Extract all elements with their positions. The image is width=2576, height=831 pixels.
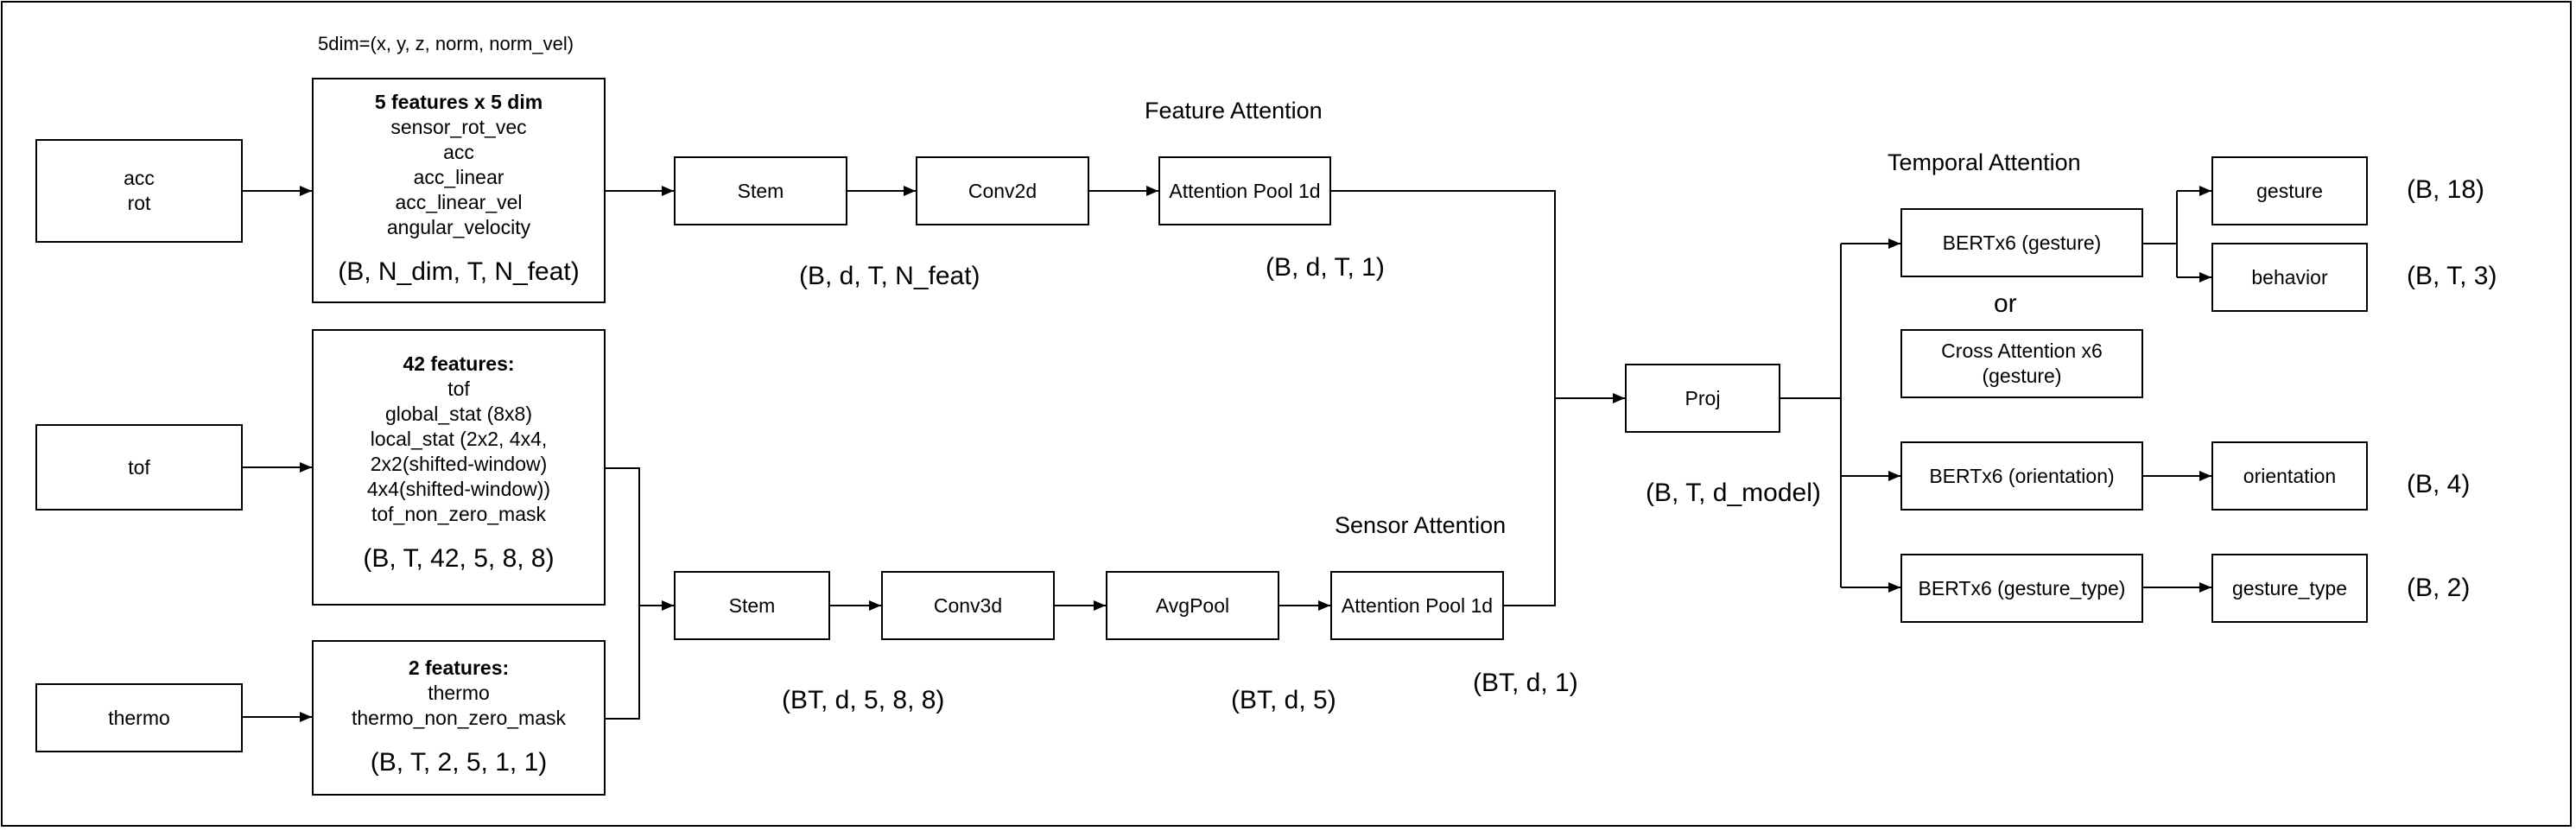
output-gesture-label: gesture bbox=[2256, 179, 2323, 202]
avgpool-box: AvgPool bbox=[1106, 571, 1279, 640]
cross-attention-sublabel: (gesture) bbox=[1982, 365, 2062, 387]
input-acc-rot: acc rot bbox=[35, 139, 243, 243]
input-tof: tof bbox=[35, 424, 243, 511]
proj-shape: (B, T, d_model) bbox=[1646, 479, 1821, 507]
top-attention-pool-label: Attention Pool 1d bbox=[1169, 179, 1321, 202]
thermo-features-shape: (B, T, 2, 5, 1, 1) bbox=[370, 748, 548, 777]
conv3d-box: Conv3d bbox=[881, 571, 1055, 640]
output-behavior-box: behavior bbox=[2211, 243, 2368, 312]
conv3d-label: Conv3d bbox=[933, 593, 1003, 617]
top-stem-shape: (B, d, T, N_feat) bbox=[799, 262, 980, 290]
top-stem-label: Stem bbox=[737, 179, 784, 202]
output-orientation-shape: (B, 4) bbox=[2407, 470, 2471, 498]
thermo-feature-line: thermo_non_zero_mask bbox=[351, 707, 567, 729]
bottom-pool-shape: (BT, d, 1) bbox=[1473, 669, 1578, 697]
note-5dim: 5dim=(x, y, z, norm, norm_vel) bbox=[318, 33, 574, 54]
bert-orientation-box: BERTx6 (orientation) bbox=[1900, 441, 2143, 511]
output-behavior-shape: (B, T, 3) bbox=[2407, 262, 2497, 290]
bert-orientation-label: BERTx6 (orientation) bbox=[1929, 464, 2115, 487]
wire-bottom-pool-to-merge bbox=[1504, 398, 1556, 606]
output-gesture-type-shape: (B, 2) bbox=[2407, 574, 2471, 602]
bert-gesture-type-box: BERTx6 (gesture_type) bbox=[1900, 554, 2143, 623]
bottom-stem-box: Stem bbox=[674, 571, 830, 640]
thermo-features-title: 2 features: bbox=[408, 657, 510, 679]
top-stem-box: Stem bbox=[674, 156, 847, 225]
bottom-stem-label: Stem bbox=[728, 593, 776, 617]
bottom-attention-pool-label: Attention Pool 1d bbox=[1341, 593, 1494, 617]
tof-feature-line: 2x2(shifted-window) bbox=[370, 453, 548, 475]
thermo-features-box: 2 features: thermo thermo_non_zero_mask … bbox=[312, 640, 606, 796]
proj-label: Proj bbox=[1685, 386, 1721, 409]
input-acc-label: acc bbox=[124, 167, 155, 189]
output-gesture-type-box: gesture_type bbox=[2211, 554, 2368, 623]
tof-features-shape: (B, T, 42, 5, 8, 8) bbox=[363, 544, 555, 573]
tof-feature-line: tof bbox=[447, 377, 470, 400]
output-behavior-label: behavior bbox=[2251, 265, 2328, 289]
wire-top-pool-to-merge bbox=[1331, 190, 1556, 398]
input-thermo-label: thermo bbox=[108, 706, 170, 729]
tof-feature-line: global_stat (8x8) bbox=[384, 403, 533, 425]
tof-feature-line: tof_non_zero_mask bbox=[371, 503, 546, 525]
conv2d-label: Conv2d bbox=[968, 179, 1037, 202]
output-orientation-label: orientation bbox=[2243, 464, 2337, 487]
bert-gesture-type-label: BERTx6 (gesture_type) bbox=[1918, 576, 2126, 599]
tof-feature-line: local_stat (2x2, 4x4, bbox=[370, 428, 548, 450]
top-attention-pool-box: Attention Pool 1d bbox=[1158, 156, 1331, 225]
top-pool-shape: (B, d, T, 1) bbox=[1266, 253, 1385, 282]
tof-features-title: 42 features: bbox=[403, 352, 515, 375]
imu-feature-line: acc_linear_vel bbox=[395, 191, 523, 213]
bert-gesture-box: BERTx6 (gesture) bbox=[1900, 208, 2143, 277]
input-rot-label: rot bbox=[127, 192, 151, 214]
imu-feature-line: acc_linear bbox=[413, 166, 504, 188]
bottom-attention-pool-box: Attention Pool 1d bbox=[1330, 571, 1504, 640]
conv2d-box: Conv2d bbox=[916, 156, 1089, 225]
temporal-attention-label: Temporal Attention bbox=[1888, 149, 2081, 175]
imu-features-title: 5 features x 5 dim bbox=[374, 91, 543, 113]
tof-feature-line: 4x4(shifted-window)) bbox=[366, 478, 551, 500]
thermo-feature-line: thermo bbox=[428, 682, 490, 704]
imu-features-box: 5 features x 5 dim sensor_rot_vec acc ac… bbox=[312, 78, 606, 303]
cross-attention-label: Cross Attention x6 bbox=[1941, 339, 2103, 362]
cross-attention-box: Cross Attention x6 (gesture) bbox=[1900, 329, 2143, 398]
imu-feature-line: sensor_rot_vec bbox=[390, 116, 527, 138]
feature-attention-label: Feature Attention bbox=[1145, 98, 1323, 124]
input-thermo: thermo bbox=[35, 683, 243, 752]
avgpool-shape: (BT, d, 5) bbox=[1231, 686, 1336, 714]
sensor-attention-label: Sensor Attention bbox=[1335, 512, 1507, 538]
output-gesture-type-label: gesture_type bbox=[2232, 576, 2347, 599]
input-tof-label: tof bbox=[128, 455, 150, 479]
or-label: or bbox=[1994, 289, 2017, 318]
imu-feature-line: acc bbox=[443, 141, 474, 163]
output-orientation-box: orientation bbox=[2211, 441, 2368, 511]
avgpool-label: AvgPool bbox=[1155, 593, 1230, 617]
output-gesture-shape: (B, 18) bbox=[2407, 175, 2485, 204]
bert-gesture-label: BERTx6 (gesture) bbox=[1942, 231, 2102, 254]
bottom-stem-shape: (BT, d, 5, 8, 8) bbox=[782, 686, 945, 714]
imu-features-shape: (B, N_dim, T, N_feat) bbox=[338, 257, 580, 286]
output-gesture-box: gesture bbox=[2211, 156, 2368, 225]
imu-feature-line: angular_velocity bbox=[386, 216, 531, 238]
proj-box: Proj bbox=[1625, 364, 1780, 433]
tof-features-box: 42 features: tof global_stat (8x8) local… bbox=[312, 329, 606, 606]
wire-tof-to-merge bbox=[606, 467, 640, 720]
